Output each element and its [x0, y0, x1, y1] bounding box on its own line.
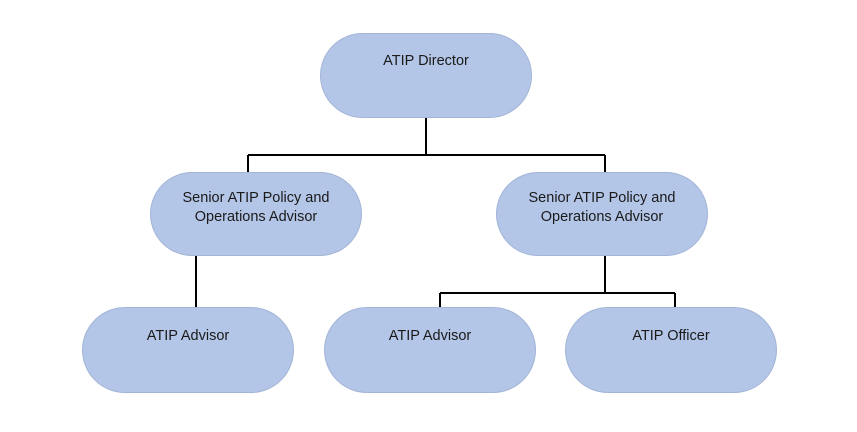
- node-label: Senior ATIP Policy and Operations Adviso…: [182, 190, 330, 225]
- node-atip-officer: ATIP Officer: [565, 307, 777, 393]
- node-label: ATIP Advisor: [146, 328, 230, 344]
- node-senior-atip-policy-advisor: Senior ATIP Policy and Operations Adviso…: [496, 172, 708, 256]
- node-senior-atip-policy-advisor: Senior ATIP Policy and Operations Adviso…: [150, 172, 362, 256]
- node-atip-advisor: ATIP Advisor: [82, 307, 294, 393]
- node-label: ATIP Officer: [632, 328, 710, 344]
- node-label: ATIP Director: [383, 53, 469, 69]
- node-atip-director: ATIP Director: [320, 33, 532, 118]
- node-label: ATIP Advisor: [388, 328, 472, 344]
- node-atip-advisor: ATIP Advisor: [324, 307, 536, 393]
- node-label: Senior ATIP Policy and Operations Adviso…: [528, 190, 676, 225]
